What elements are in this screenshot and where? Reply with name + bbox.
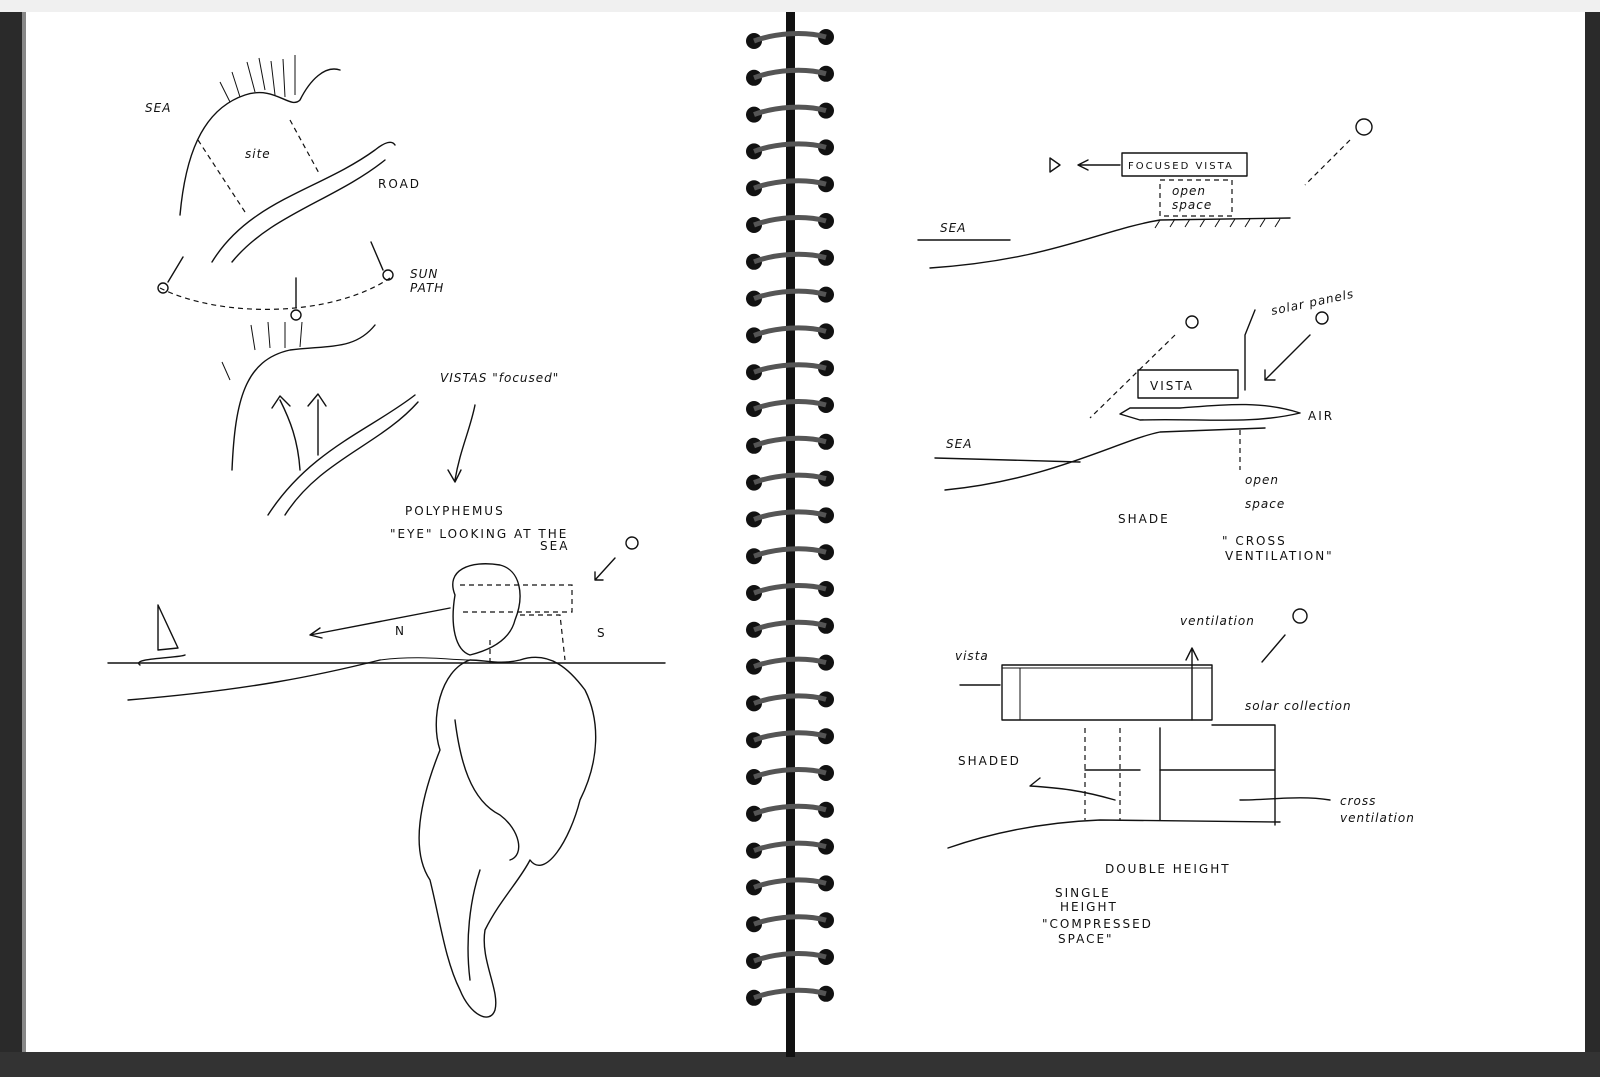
spiral-ring — [746, 213, 834, 233]
spiral-ring — [746, 691, 834, 712]
spiral-ring — [746, 544, 834, 565]
top-edge — [0, 0, 1600, 12]
label-eye-looking: "EYE" LOOKING AT THE — [390, 527, 568, 541]
label-ventilation-3: ventilation — [1180, 614, 1255, 628]
site-map-sketch: SEA site ROAD SUN PATH VISTAS "focused" — [145, 55, 559, 516]
spiral-ring — [746, 323, 834, 344]
label-path: PATH — [410, 281, 444, 295]
label-shaded: SHADED — [958, 754, 1021, 768]
label-double-height: DOUBLE HEIGHT — [1105, 862, 1231, 876]
focused-vista-sketch: FOCUSED VISTA open space SEA — [917, 118, 1373, 269]
label-vista-3: vista — [955, 649, 989, 663]
spiral-ring — [746, 875, 834, 896]
label-solar-collection: solar collection — [1245, 699, 1352, 713]
spiral-binding — [746, 12, 834, 1057]
spiral-ring — [746, 470, 834, 491]
spiral-ring — [746, 985, 834, 1006]
spiral-ring — [746, 139, 834, 160]
spiral-ring — [746, 728, 834, 749]
label-space-2: space — [1245, 497, 1285, 511]
label-air: AIR — [1308, 409, 1334, 423]
label-sea-2: SEA — [946, 437, 972, 451]
label-space: space — [1172, 198, 1212, 212]
label-compressed: "COMPRESSED — [1042, 917, 1153, 931]
label-ventilation: VENTILATION" — [1225, 549, 1334, 563]
spiral-ring — [746, 29, 834, 49]
polyphemus-sketch: POLYPHEMUS "EYE" LOOKING AT THE SEA N S — [107, 504, 666, 1018]
spiral-ring — [746, 397, 834, 417]
spiral-ring — [746, 581, 834, 601]
spiral-ring — [746, 617, 834, 638]
binding-spine — [786, 12, 795, 1057]
label-open-2: open — [1245, 473, 1279, 487]
label-site: site — [245, 147, 271, 161]
left-edge-shadow — [22, 0, 26, 1077]
spiral-ring — [746, 765, 834, 785]
spiral-ring — [746, 912, 834, 933]
spiral-ring — [746, 433, 834, 454]
spiral-ring — [746, 360, 834, 381]
focused-vista-box — [1121, 152, 1248, 177]
spiral-ring — [746, 176, 834, 197]
spiral-ring — [746, 949, 834, 969]
left-page-edge — [0, 0, 22, 1077]
label-polyphemus: POLYPHEMUS — [405, 504, 505, 518]
spiral-ring — [746, 249, 834, 270]
label-eye-sea: SEA — [540, 539, 569, 553]
spiral-ring — [746, 838, 834, 859]
label-shade: SHADE — [1118, 512, 1170, 526]
label-single: SINGLE — [1055, 886, 1111, 900]
spiral-ring — [746, 65, 834, 86]
spiral-ring — [746, 102, 834, 123]
spiral-ring — [746, 286, 834, 307]
right-page-edge — [1585, 0, 1600, 1077]
label-cross: " CROSS — [1222, 534, 1287, 548]
cross-ventilation-sketch: solar panels VISTA AIR SEA open space SH… — [934, 287, 1356, 563]
label-sun: SUN — [410, 267, 438, 281]
spiral-ring — [746, 507, 834, 528]
label-vista: VISTA — [1150, 379, 1194, 393]
label-open: open — [1172, 184, 1206, 198]
label-height: HEIGHT — [1060, 900, 1118, 914]
label-sea-1: SEA — [940, 221, 966, 235]
bottom-edge — [0, 1052, 1600, 1077]
label-south: S — [597, 626, 607, 640]
label-road: ROAD — [378, 177, 421, 191]
label-focused-vista: FOCUSED VISTA — [1128, 161, 1234, 172]
spiral-ring — [746, 654, 834, 675]
label-ventilation-3b: ventilation — [1340, 811, 1415, 825]
label-vistas-focused: VISTAS "focused" — [440, 371, 559, 385]
spiral-ring — [746, 801, 834, 822]
label-solar-panels: solar panels — [1270, 287, 1356, 318]
label-cross-3: cross — [1340, 794, 1376, 808]
label-space-3: SPACE" — [1058, 932, 1114, 946]
label-north: N — [395, 624, 406, 638]
house-section-sketch: ventilation vista solar collection SHADE… — [947, 608, 1415, 946]
label-sea: SEA — [145, 101, 171, 115]
